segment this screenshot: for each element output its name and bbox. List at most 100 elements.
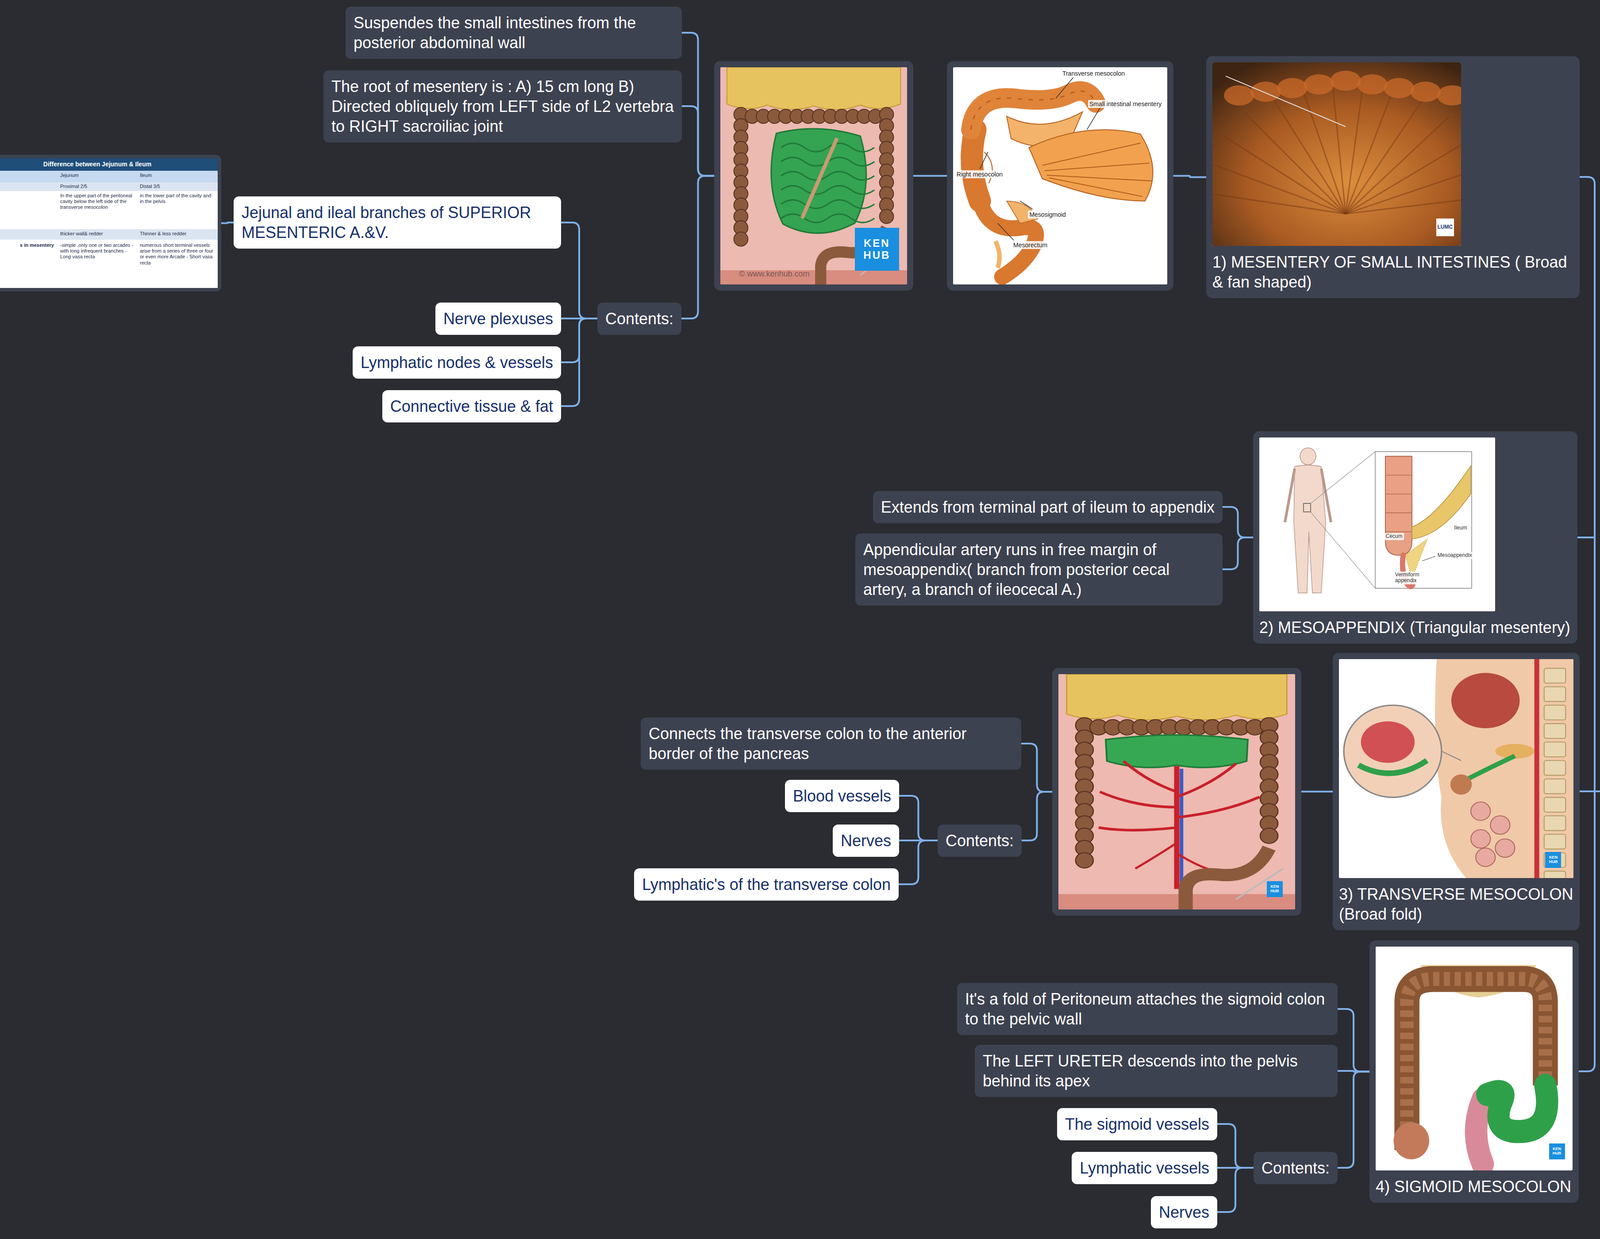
image-card: Transverse mesocolonSmall intestinal mes… bbox=[946, 61, 1174, 291]
illustration-part bbox=[1212, 62, 1462, 247]
topic-heading: 3) TRANSVERSE MESOCOLON (Broad fold) bbox=[1338, 884, 1574, 925]
illustration-part bbox=[1185, 848, 1270, 910]
table-cell: Ileum bbox=[138, 171, 216, 180]
illustration-part bbox=[1358, 760, 1427, 774]
image-card: KEN HUB bbox=[1052, 668, 1302, 916]
illustration-part bbox=[1338, 659, 1574, 879]
anatomy-illustration bbox=[1375, 946, 1573, 1171]
illustration-part bbox=[1224, 136, 1346, 214]
node-text: Lymphatic nodes & vessels bbox=[360, 352, 554, 373]
logo-text: KEN HUB bbox=[854, 227, 900, 271]
illustration-part bbox=[1212, 192, 1346, 215]
note-box: Extends from terminal part of ileum to a… bbox=[873, 491, 1223, 524]
illustration-part bbox=[1579, 790, 1600, 793]
logo-text: KEN HUB bbox=[1549, 1143, 1566, 1160]
illustration-part bbox=[1345, 196, 1462, 214]
image-label: © www.kenhub.com bbox=[738, 269, 810, 279]
illustration-part bbox=[1028, 129, 1153, 201]
illustration-part bbox=[1277, 77, 1308, 99]
node-text: Contents: bbox=[605, 308, 674, 329]
illustration-part bbox=[1544, 705, 1566, 720]
illustration-part bbox=[1310, 451, 1376, 504]
illustration-part bbox=[1544, 815, 1566, 831]
connector bbox=[1301, 791, 1333, 793]
illustration-part bbox=[780, 214, 875, 223]
node-text: The LEFT URETER descends into the pelvis… bbox=[982, 1051, 1330, 1092]
node-text: Appendicular artery runs in free margin … bbox=[863, 539, 1215, 600]
illustration-part bbox=[1303, 503, 1311, 512]
image-label: Ileum bbox=[1452, 524, 1469, 532]
table-row bbox=[0, 182, 218, 192]
illustration-part bbox=[1544, 834, 1566, 850]
illustration-part bbox=[1042, 142, 1152, 197]
table-cell: numerous short terminal vessels arise fr… bbox=[138, 241, 216, 267]
illustration-part bbox=[1422, 556, 1436, 562]
illustration-part bbox=[971, 129, 980, 201]
illustration-part bbox=[720, 67, 908, 285]
topic-heading: 2) MESOAPPENDIX (Triangular mesentery) bbox=[1259, 617, 1572, 638]
content-item: Lymphatic's of the transverse colon bbox=[634, 868, 899, 901]
illustration-part bbox=[1534, 659, 1540, 879]
connector bbox=[561, 222, 598, 319]
anatomy-illustration bbox=[1212, 62, 1462, 247]
connector bbox=[1222, 507, 1254, 538]
illustration-part bbox=[1393, 1122, 1430, 1160]
topic-card: KEN HUB 3) TRANSVERSE MESOCOLON (Broad fo… bbox=[1332, 653, 1580, 931]
illustration-part bbox=[1385, 456, 1412, 556]
illustration-part bbox=[1544, 760, 1566, 776]
logo-text: KEN HUB bbox=[1266, 881, 1283, 898]
illustration-part bbox=[780, 143, 875, 152]
illustration-part bbox=[1544, 871, 1566, 879]
illustration: KEN HUB © www.kenhub.com bbox=[720, 67, 908, 285]
illustration-part bbox=[1310, 511, 1376, 589]
note-box: The LEFT URETER descends into the pelvis… bbox=[974, 1045, 1338, 1098]
illustration-part bbox=[1383, 77, 1414, 99]
connector bbox=[913, 175, 947, 177]
illustration-part bbox=[1544, 779, 1566, 794]
table-cell: Proximal 2/5 bbox=[58, 182, 137, 191]
table-row bbox=[0, 170, 218, 183]
illustration-part bbox=[1475, 848, 1496, 867]
illustration-part bbox=[1375, 451, 1472, 589]
illustration-part bbox=[1066, 674, 1288, 721]
illustration-part bbox=[1544, 723, 1566, 739]
connector bbox=[898, 840, 938, 885]
illustration-part bbox=[1410, 81, 1441, 103]
illustration-part bbox=[1223, 85, 1254, 106]
note-box: Suspendes the small intestines from the … bbox=[345, 6, 682, 59]
image-label: Small intestinal mesentery bbox=[1088, 100, 1163, 108]
image-label: Cecum bbox=[1384, 533, 1404, 541]
topic-card: KEN HUB 4) SIGMOID MESOCOLON bbox=[1369, 940, 1579, 1204]
illustration: LUMC bbox=[1212, 62, 1462, 247]
topic-heading: 4) SIGMOID MESOCOLON bbox=[1375, 1176, 1573, 1197]
illustration-part bbox=[1357, 74, 1388, 95]
illustration-part bbox=[1284, 468, 1331, 523]
illustration-part bbox=[1075, 853, 1094, 869]
illustration: KEN HUB bbox=[1375, 946, 1573, 1171]
node-text: Extends from terminal part of ileum to a… bbox=[880, 497, 1215, 518]
image-label: LUMC bbox=[1436, 218, 1454, 237]
content-item: Lymphatic nodes & vessels bbox=[352, 346, 562, 379]
connector bbox=[1217, 1168, 1254, 1213]
table-cell: Thinner & less redder bbox=[138, 230, 216, 238]
illustration-part bbox=[953, 67, 1168, 285]
illustration-part bbox=[1058, 894, 1296, 910]
table-cell: In the upper part of the peritoneal cavi… bbox=[58, 192, 137, 212]
image-label: Transverse mesocolon bbox=[1061, 69, 1127, 78]
table-cell: thicker wall& redder bbox=[58, 230, 137, 238]
illustration-part bbox=[1345, 84, 1396, 214]
illustration-part bbox=[1578, 176, 1595, 1072]
connector bbox=[1337, 1072, 1370, 1169]
illustration-part bbox=[1300, 447, 1316, 465]
illustration-part bbox=[780, 200, 875, 209]
content-item: The sigmoid vessels bbox=[1057, 1108, 1218, 1141]
illustration-part bbox=[1331, 76, 1346, 214]
illustration-part bbox=[1235, 868, 1284, 900]
node-text: Blood vessels bbox=[792, 786, 892, 807]
connector bbox=[681, 32, 715, 177]
note-box: Contents: bbox=[937, 824, 1022, 858]
illustration: KEN HUB bbox=[1338, 659, 1574, 879]
image-label: Mesoappendix bbox=[1436, 552, 1474, 560]
node-text: Connective tissue & fat bbox=[390, 396, 554, 417]
illustration-part bbox=[1544, 742, 1566, 758]
